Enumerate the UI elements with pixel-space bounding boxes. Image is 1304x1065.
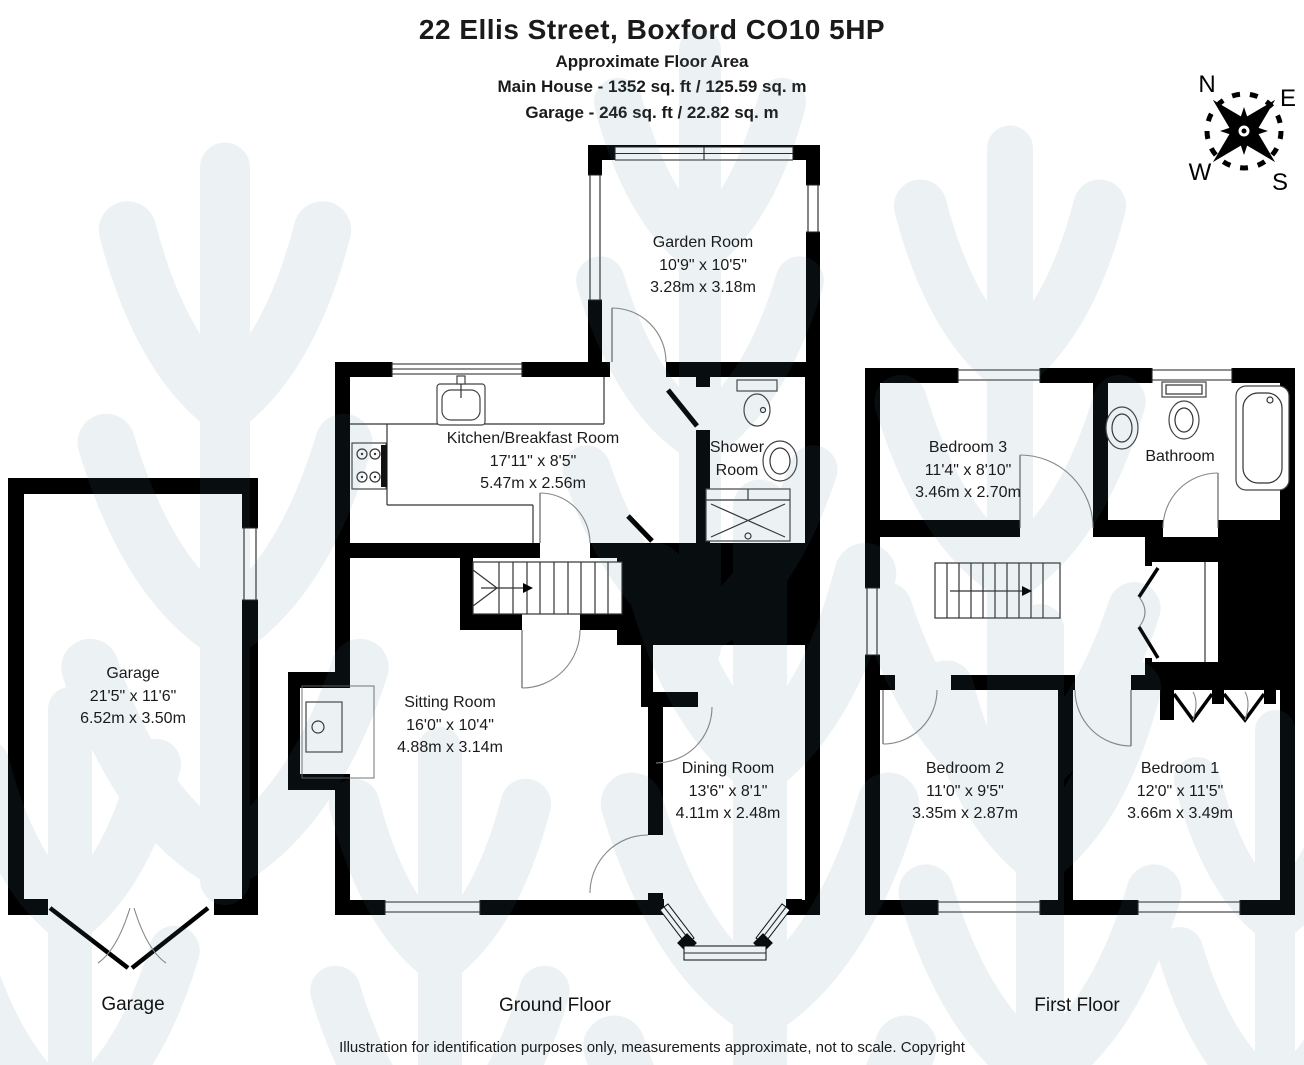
garage-floor-label: Garage [101, 994, 165, 1015]
stairs-ground [472, 561, 623, 615]
bedroom2-label: Bedroom 2 11'0" x 9'5" 3.35m x 2.87m [912, 760, 1018, 823]
first-floor-label: First Floor [1034, 995, 1120, 1016]
ground-floor-label: Ground Floor [499, 995, 611, 1016]
bathroom-toilet-icon [1161, 381, 1207, 440]
compass-w: W [1189, 159, 1212, 186]
bathtub-icon [1235, 385, 1290, 491]
garage-doors [48, 906, 210, 970]
kitchen-window [391, 362, 523, 377]
kitchen-sink-icon [436, 375, 486, 426]
floor-area-heading: Approximate Floor Area [555, 52, 749, 71]
disclaimer-text: Illustration for identification purposes… [339, 1039, 965, 1056]
toilet-icon [736, 379, 778, 427]
garage-window [242, 527, 258, 601]
stairs-first [934, 562, 1061, 619]
wardrobe-bifold-doors [1160, 690, 1276, 723]
bedroom3-label: Bedroom 3 11'4" x 8'10" 3.46m x 2.70m [915, 439, 1021, 502]
dining-room-label: Dining Room 13'6" x 8'1" 4.11m x 2.48m [675, 760, 781, 823]
kitchen-label: Kitchen/Breakfast Room 17'11" x 8'5" 5.4… [446, 430, 620, 493]
bathroom-label: Bathroom [1145, 448, 1215, 465]
garage-area: Garage - 246 sq. ft / 22.82 sq. m [525, 103, 779, 122]
landing-cupboard [1137, 562, 1218, 662]
garage-room-label: Garage 21'5" x 11'6" 6.52m x 3.50m [80, 665, 186, 728]
main-house-area: Main House - 1352 sq. ft / 125.59 sq. m [497, 77, 807, 96]
sitting-room-window [384, 900, 481, 915]
bathroom-basin-icon [1105, 406, 1139, 450]
compass-s: S [1272, 169, 1288, 196]
bay-window [648, 899, 802, 961]
shower-tray-icon [705, 488, 791, 542]
shower-room-label: Shower Room [709, 439, 765, 479]
garden-room-label: Garden Room 10'9" x 10'5" 3.28m x 3.18m [650, 234, 756, 297]
page-title: 22 Ellis Street, Boxford CO10 5HP [418, 14, 886, 45]
bedroom1-label: Bedroom 1 12'0" x 11'5" 3.66m x 3.49m [1127, 760, 1233, 823]
sitting-room-label: Sitting Room 16'0" x 10'4" 4.88m x 3.14m [397, 694, 503, 757]
